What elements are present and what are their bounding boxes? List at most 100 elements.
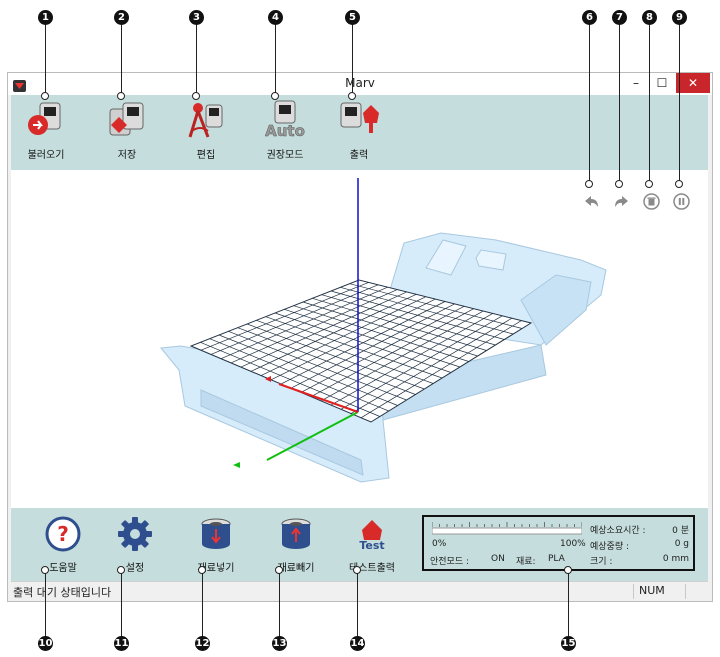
unload-filament-button[interactable]: 재료빼기 <box>264 516 328 580</box>
safe-mode-label: 안전모드 : <box>430 557 470 567</box>
callout-line-4 <box>275 22 276 94</box>
pause-icon <box>673 193 690 210</box>
print-button[interactable]: 출력 <box>327 99 391 167</box>
printer-model <box>160 178 607 483</box>
delete-button[interactable] <box>643 193 660 210</box>
maximize-button[interactable]: ☐ <box>656 76 668 90</box>
callout-dot-3 <box>192 92 200 100</box>
print-info-panel: 0% 100% 안전모드 : ON 재료: PLA 예상소요시간 : 0 분 예… <box>422 515 695 571</box>
status-text: 출력 대기 상태입니다 <box>13 586 112 599</box>
grid-line <box>349 283 523 329</box>
callout-dot-8 <box>645 180 653 188</box>
status-bar: 출력 대기 상태입니다 NUM <box>11 581 708 601</box>
y-axis-line <box>266 411 359 461</box>
callout-dot-4 <box>271 92 279 100</box>
app-logo-icon <box>13 77 26 92</box>
callout-dot-7 <box>615 180 623 188</box>
callout-dot-11 <box>117 566 125 574</box>
grid-line <box>350 317 513 414</box>
callout-line-10 <box>45 570 46 638</box>
undo-icon <box>585 196 598 207</box>
test-print-button[interactable]: Test 테스트출력 <box>340 516 404 580</box>
callout-dot-14 <box>353 566 361 574</box>
minimize-button[interactable]: – <box>633 76 639 90</box>
resize-grip-icon[interactable] <box>685 584 706 599</box>
auto-mode-button[interactable]: Auto 권장모드 <box>253 99 317 167</box>
open-file-icon <box>26 99 66 139</box>
load-filament-button[interactable]: 재료넣기 <box>184 516 248 580</box>
callout-11: 11 <box>114 636 129 651</box>
callout-line-1 <box>45 22 46 94</box>
material-value: PLA <box>548 554 565 564</box>
material-label: 재료: <box>516 557 536 567</box>
window-title: Marv <box>345 76 375 90</box>
est-weight-value: 0 g <box>674 539 689 549</box>
grid-line <box>340 286 514 335</box>
test-icon-text: Test <box>359 539 384 552</box>
progress-max-label: 100% <box>560 539 586 549</box>
unload-filament-label: 재료빼기 <box>277 563 315 574</box>
edit-label: 편집 <box>196 150 216 161</box>
svg-text:?: ? <box>57 522 69 546</box>
callout-line-6 <box>589 22 590 184</box>
open-button[interactable]: 불러오기 <box>14 99 78 167</box>
callout-line-5 <box>352 22 353 94</box>
callout-15: 15 <box>561 636 576 651</box>
test-print-icon: Test <box>354 516 390 552</box>
callout-dot-13 <box>275 566 283 574</box>
help-button[interactable]: ? 도움말 <box>31 516 95 580</box>
callout-7: 7 <box>612 10 627 25</box>
progress-min-label: 0% <box>432 539 447 549</box>
test-print-label: 테스트출력 <box>349 563 395 574</box>
progress-bar <box>432 522 582 535</box>
size-value: 0 mm <box>662 554 689 564</box>
callout-dot-1 <box>41 92 49 100</box>
callout-line-14 <box>357 570 358 638</box>
build-plate-grid <box>200 282 523 419</box>
settings-label: 설정 <box>125 563 145 574</box>
load-filament-icon <box>198 516 234 552</box>
print-icon <box>339 99 379 139</box>
callout-line-8 <box>649 22 650 184</box>
callout-8: 8 <box>642 10 657 25</box>
undo-button[interactable] <box>583 193 600 210</box>
x-axis-line <box>278 383 359 413</box>
callout-6: 6 <box>582 10 597 25</box>
callout-3: 3 <box>189 10 204 25</box>
num-lock-text: NUM <box>639 584 665 597</box>
save-label: 저장 <box>117 150 137 161</box>
callout-line-9 <box>679 22 680 184</box>
3d-viewport[interactable] <box>11 170 708 508</box>
callout-dot-12 <box>198 566 206 574</box>
callout-dot-15 <box>564 566 572 574</box>
redo-button[interactable] <box>613 193 630 210</box>
auto-mode-icon: Auto <box>265 99 305 140</box>
x-axis-arrow-icon <box>265 376 271 382</box>
save-button[interactable]: 저장 <box>95 99 159 167</box>
callout-12: 12 <box>195 636 210 651</box>
title-bar: Marv – ☐ ✕ <box>8 73 712 95</box>
pause-button[interactable] <box>673 193 690 210</box>
callout-line-11 <box>121 570 122 638</box>
settings-button[interactable]: 설정 <box>103 516 167 580</box>
num-lock-indicator: NUM <box>633 584 684 599</box>
grid-line <box>360 320 522 419</box>
close-button[interactable]: ✕ <box>676 73 710 93</box>
callout-14: 14 <box>350 636 365 651</box>
redo-icon <box>615 196 628 207</box>
callout-dot-5 <box>348 92 356 100</box>
edit-button[interactable]: 편집 <box>174 99 238 167</box>
callout-1: 1 <box>38 10 53 25</box>
grid-line <box>330 290 505 340</box>
gear-icon <box>117 516 153 552</box>
callout-line-13 <box>279 570 280 638</box>
callout-line-3 <box>196 22 197 94</box>
application-window: Marv – ☐ ✕ 불러오기 <box>7 72 713 602</box>
callout-4: 4 <box>268 10 283 25</box>
safe-mode-value: ON <box>491 554 505 564</box>
print-label: 출력 <box>349 150 369 161</box>
callout-2: 2 <box>114 10 129 25</box>
est-time-value: 0 분 <box>672 526 689 536</box>
bottom-toolbar: ? 도움말 설정 <box>11 508 708 581</box>
callout-13: 13 <box>272 636 287 651</box>
